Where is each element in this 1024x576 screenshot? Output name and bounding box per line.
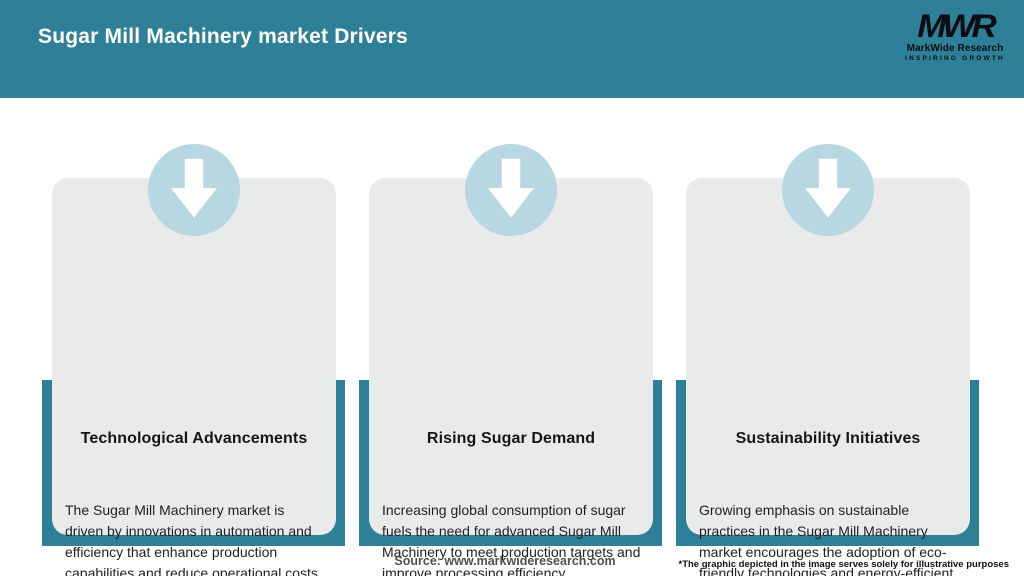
header: Sugar Mill Machinery market Drivers MWR … [0, 0, 1024, 98]
driver-card-sustainability-initiatives: Sustainability Initiatives Growing empha… [676, 0, 979, 576]
driver-card-technological-advancements: Technological Advancements The Sugar Mil… [42, 0, 345, 576]
card-body: The Sugar Mill Machinery market is drive… [65, 502, 322, 576]
card-title: Rising Sugar Demand [426, 430, 596, 447]
driver-card-rising-sugar-demand: Rising Sugar Demand Increasing global co… [359, 0, 662, 576]
card-panel: Sustainability Initiatives Growing empha… [686, 178, 970, 576]
arrow-down-glyph [805, 158, 851, 218]
card-panel: Rising Sugar Demand Increasing global co… [369, 178, 653, 576]
arrow-down-glyph [171, 158, 217, 218]
arrow-down-icon [465, 144, 557, 236]
arrow-down-glyph [488, 158, 534, 218]
logo-name: MarkWide Research [906, 43, 1004, 55]
disclaimer-note: *The graphic depicted in the image serve… [678, 559, 1010, 570]
source-text: Source: www.markwideresearch.com [394, 554, 616, 568]
logo-monogram: MWR [917, 8, 996, 45]
arrow-down-icon [148, 144, 240, 236]
page-title: Sugar Mill Machinery market Drivers [38, 25, 408, 48]
card-panel: Technological Advancements The Sugar Mil… [52, 178, 336, 576]
arrow-down-icon [782, 144, 874, 236]
logo-tagline: INSPIRING GROWTH [905, 55, 1005, 63]
card-body: Growing emphasis on sustainable practice… [699, 502, 954, 576]
card-title: Sustainability Initiatives [735, 430, 921, 447]
markwide-logo: MWR MarkWide Research INSPIRING GROWTH [900, 10, 1010, 63]
card-body: Increasing global consumption of sugar f… [382, 502, 641, 576]
card-title: Technological Advancements [80, 430, 308, 447]
